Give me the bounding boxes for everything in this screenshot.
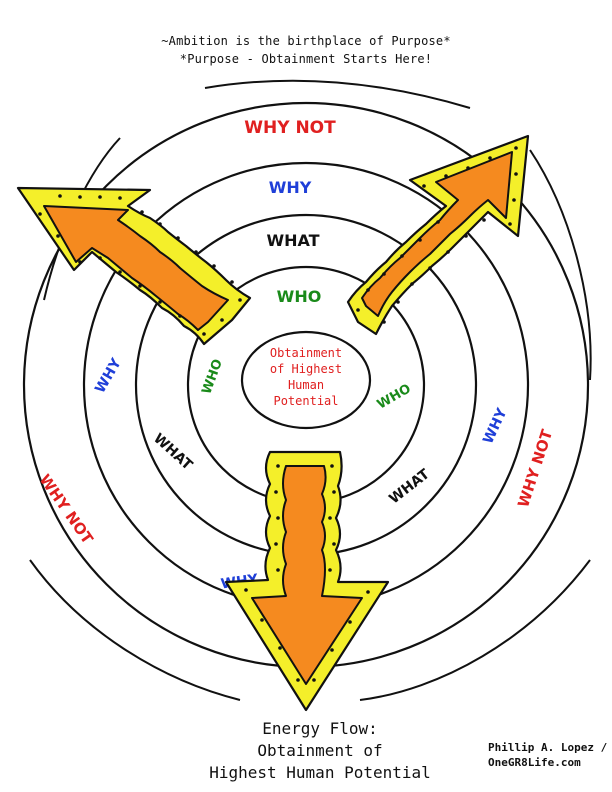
outer-curve-bottom-right [359,559,591,701]
center-line-3: Human [287,378,325,392]
footer-title-line-1: Energy Flow: [262,719,378,738]
credit: Phillip A. Lopez / OneGR8Life.com [488,740,608,770]
outer-curve-top [204,79,471,109]
center-text: Obtainment of Highest Human Potential [244,345,368,409]
label-why-not-left: WHY NOT [36,471,97,548]
center-line-2: of Highest [269,362,343,376]
label-who-top: WHO [277,287,322,306]
outer-curve-right [529,149,592,381]
label-who-right: WHO [375,381,414,412]
label-who-left: WHO [199,357,226,396]
label-what-right: WHAT [386,466,433,507]
header-line-1: ~Ambition is the birthplace of Purpose* [161,34,451,48]
arrow-down [224,450,390,712]
footer-title-line-3: Highest Human Potential [209,763,431,782]
footer-title: Energy Flow: Obtainment of Highest Human… [180,718,460,784]
label-why-left: WHY [92,355,125,396]
center-line-4: Potential [273,394,339,408]
label-why-top: WHY [269,178,312,197]
outer-curve-bottom-left [29,559,241,701]
header-line-2: *Purpose - Obtainment Starts Here! [179,52,433,66]
center-ring [240,330,372,430]
arrow-upper-right [346,134,530,336]
label-why-right: WHY [480,405,511,446]
arrow-upper-left [16,186,252,346]
footer-title-line-2: Obtainment of [257,741,383,760]
label-why-not-top: WHY NOT [244,118,336,138]
center-line-1: Obtainment [269,346,343,360]
credit-line-2: OneGR8Life.com [488,756,581,769]
label-what-top: WHAT [266,231,319,250]
credit-line-1: Phillip A. Lopez / [488,741,608,754]
